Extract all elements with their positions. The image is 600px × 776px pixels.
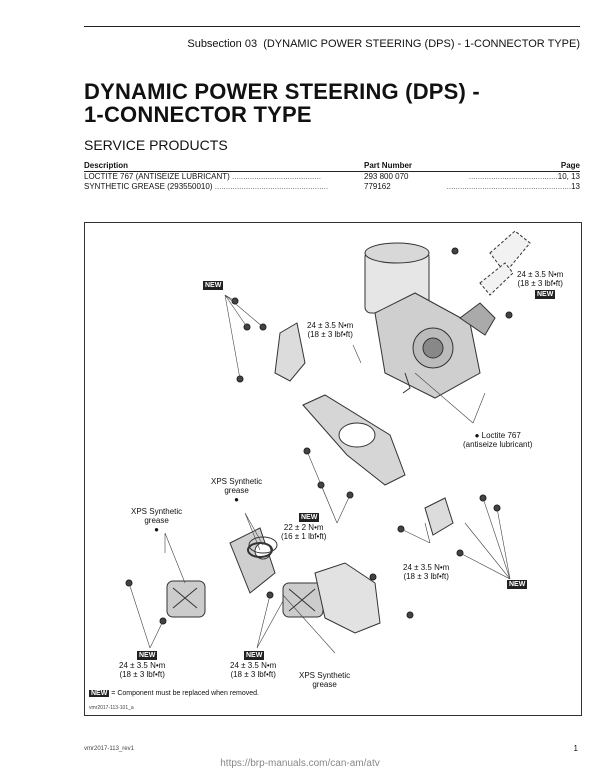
- page-title: DYNAMIC POWER STEERING (DPS) - 1-CONNECT…: [84, 80, 480, 126]
- figure-id: vmr2017-113-101_a: [89, 705, 134, 711]
- torque-label: 24 ± 3.5 N•m(18 ± 3 lbf•ft): [230, 661, 277, 679]
- new-badge: NEW: [244, 651, 265, 660]
- table-cell-description: SYNTHETIC GREASE (293550010) ...........…: [84, 182, 329, 191]
- col-description: Description: [84, 161, 129, 170]
- torque-label: 22 ± 2 N•m(16 ± 1 lbf•ft): [281, 523, 327, 541]
- new-badge: NEW: [507, 580, 528, 589]
- left-bracket: [274, 322, 306, 382]
- page-number: 1: [573, 744, 578, 753]
- table-row: SYNTHETIC GREASE (293550010) ...........…: [84, 182, 580, 192]
- service-products-table: Description Part Number Page LOCTITE 767…: [84, 161, 580, 192]
- lower-cover: [314, 562, 381, 634]
- col-part-number: Part Number: [364, 161, 413, 170]
- legend-text: = Component must be replaced when remove…: [111, 690, 259, 697]
- shaft-cover: [479, 230, 531, 296]
- new-badge: NEW: [299, 513, 320, 522]
- new-badge: NEW: [89, 690, 110, 697]
- page-title-line2: 1-CONNECTOR TYPE: [84, 102, 312, 127]
- new-badge: NEW: [137, 651, 158, 660]
- table-row: LOCTITE 767 (ANTISEIZE LUBRICANT) ......…: [84, 172, 580, 182]
- dps-motor-unit: [364, 242, 496, 399]
- footer-code: vmr2017-113_rev1: [84, 746, 134, 752]
- new-badge: NEW: [535, 290, 556, 299]
- leader-lines: [128, 294, 511, 654]
- header-rule: [84, 26, 580, 27]
- table-cell-part: 293 800 070: [364, 172, 409, 181]
- mounting-bracket: [302, 394, 406, 486]
- bolts: [125, 247, 513, 625]
- table-header: Description Part Number Page: [84, 161, 580, 172]
- table-cell-part: 779162: [364, 182, 391, 191]
- footer-url[interactable]: https://brp-manuals.com/can-am/atv: [220, 758, 380, 769]
- legend: NEW = Component must be replaced when re…: [89, 689, 259, 698]
- page-title-line1: DYNAMIC POWER STEERING (DPS) -: [84, 79, 480, 104]
- new-badge: NEW: [203, 281, 224, 290]
- u-joint-right: [282, 582, 324, 618]
- o-ring: [247, 542, 273, 558]
- u-joint-left: [166, 580, 206, 618]
- torque-label: 24 ± 3.5 N•m(18 ± 3 lbf•ft): [119, 661, 166, 679]
- right-plate: [424, 497, 454, 536]
- table-cell-page[interactable]: ........................................…: [446, 182, 580, 191]
- drop-icon: ●: [154, 525, 159, 534]
- table-cell-description: LOCTITE 767 (ANTISEIZE LUBRICANT) ......…: [84, 172, 321, 181]
- torque-label: 24 ± 3.5 N•m(18 ± 3 lbf•ft): [517, 270, 564, 288]
- exploded-drawing: [125, 230, 531, 654]
- torque-label: 24 ± 3.5 N•m(18 ± 3 lbf•ft): [403, 563, 450, 581]
- subsection-label: Subsection 03: [187, 38, 258, 50]
- service-products-heading: SERVICE PRODUCTS: [84, 137, 228, 153]
- subsection-header: Subsection 03 (DYNAMIC POWER STEERING (D…: [187, 38, 580, 50]
- drop-icon: ●: [234, 495, 239, 504]
- drop-icon: ●: [474, 431, 480, 440]
- loctite-label: ● Loctite 767(antiseize lubricant): [463, 431, 533, 449]
- col-page: Page: [560, 161, 580, 170]
- torque-label: 24 ± 3.5 N•m(18 ± 3 lbf•ft): [307, 321, 354, 339]
- table-cell-page[interactable]: ........................................…: [468, 172, 580, 181]
- subsection-title: (DYNAMIC POWER STEERING (DPS) - 1-CONNEC…: [263, 38, 580, 50]
- lower-shaft: [229, 527, 278, 594]
- exploded-view-figure: NEW NEW NEW NEW NEW NEW 24 ± 3.5 N•m(18 …: [84, 222, 582, 716]
